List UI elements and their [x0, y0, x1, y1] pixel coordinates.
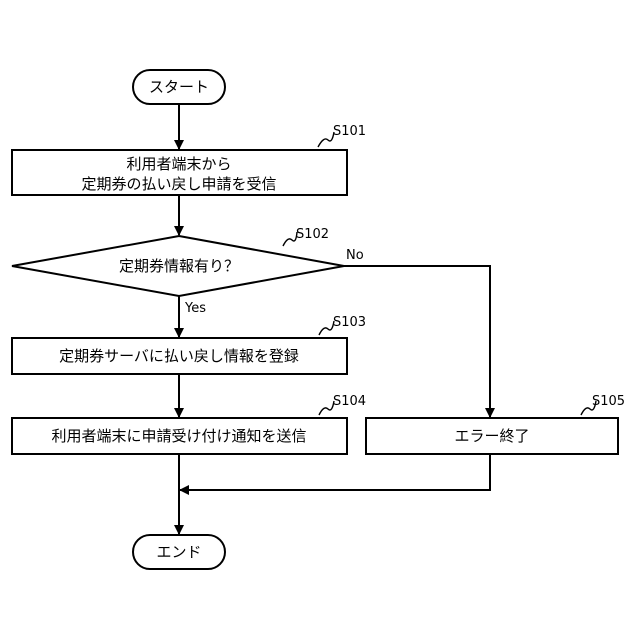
- end-label: エンド: [156, 543, 201, 561]
- s101-line-2: 定期券の払い戻し申請を受信: [81, 175, 276, 193]
- s104-leader: [319, 401, 334, 415]
- yes-branch-label: Yes: [184, 301, 206, 316]
- s102-question: 定期券情報有り？: [119, 257, 239, 275]
- s103-label: 定期券サーバに払い戻し情報を登録: [59, 347, 299, 365]
- s102-step-id: S102: [296, 227, 329, 242]
- s101-step-id: S101: [333, 124, 366, 139]
- s103-leader: [319, 321, 334, 335]
- arrow-s105-merge: [180, 454, 490, 490]
- s105-step-id: S105: [592, 394, 625, 409]
- s105-label: エラー終了: [454, 427, 529, 445]
- s104-step-id: S104: [333, 394, 366, 409]
- s103-step-id: S103: [333, 315, 366, 330]
- no-branch-label: No: [346, 248, 364, 263]
- s101-line-1: 利用者端末から: [126, 155, 231, 173]
- s102-leader: [283, 232, 297, 246]
- s101-leader: [318, 132, 334, 147]
- s104-label: 利用者端末に申請受け付け通知を送信: [51, 427, 306, 445]
- start-label: スタート: [149, 78, 209, 96]
